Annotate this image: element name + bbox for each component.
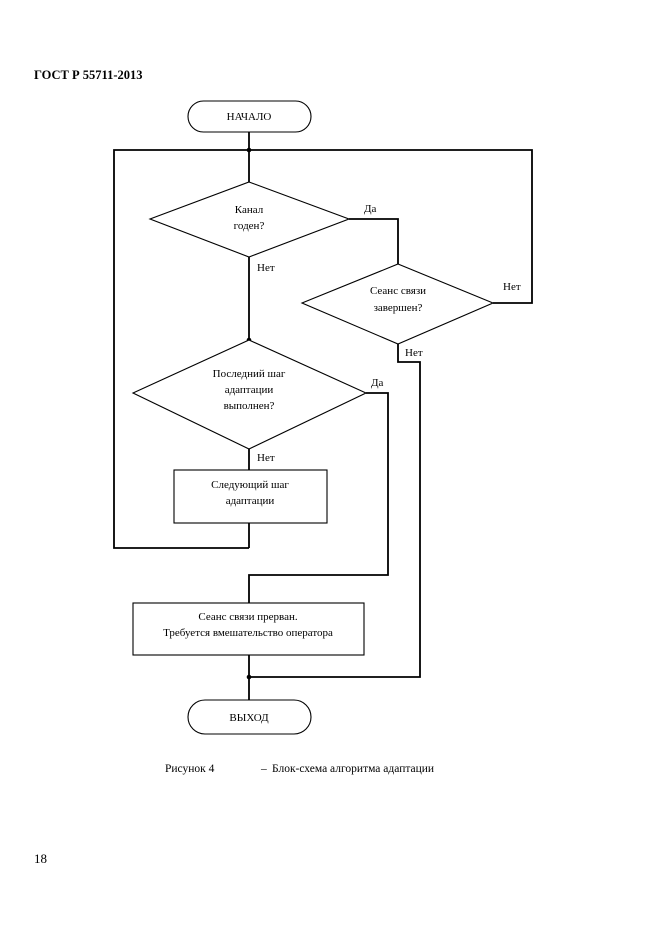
connector-loop-back: [113, 149, 533, 549]
label-no-last-step: Нет: [257, 452, 275, 464]
decision-last-step-line1: Последний шаг: [213, 368, 286, 380]
caption-figure-number: Рисунок 4: [165, 763, 215, 775]
start-terminator: [187, 100, 312, 133]
connector-channel-yes: [349, 218, 399, 264]
decision-session-completed: [300, 263, 495, 345]
decision-last-step-line2: адаптации: [225, 384, 274, 396]
connector-session-no: [249, 344, 421, 678]
process-interrupted-line1: Сеанс связи прерван.: [198, 611, 297, 623]
process-interrupted-line2: Требуется вмешательство оператора: [163, 627, 333, 639]
decision-channel-ok: [148, 181, 351, 258]
junction-dot: [246, 147, 252, 153]
decision-session-line1: Сеанс связи: [370, 285, 426, 297]
connector-last-step-yes: [248, 392, 389, 603]
process-next-step: [173, 469, 328, 524]
decision-channel-line1: Канал: [235, 204, 264, 216]
caption-title: Блок-схема алгоритма адаптации: [272, 763, 434, 775]
caption-dash: –: [260, 763, 267, 775]
figure-caption: Рисунок 4 – Блок-схема алгоритма адаптац…: [165, 763, 434, 775]
page-number: 18: [34, 851, 47, 866]
end-label: ВЫХОД: [229, 712, 269, 724]
decision-session-line2: завершен?: [374, 302, 423, 314]
end-terminator: [187, 699, 312, 735]
label-yes-channel: Да: [364, 203, 377, 215]
decision-last-step-line3: выполнен?: [224, 400, 275, 412]
label-no-session-bottom: Нет: [405, 347, 423, 359]
junction-dot: [246, 674, 252, 680]
decision-last-step-done: [131, 339, 368, 450]
start-label: НАЧАЛО: [227, 111, 272, 123]
label-no-channel: Нет: [257, 262, 275, 274]
process-next-step-line2: адаптации: [226, 495, 275, 507]
label-yes-last-step: Да: [371, 377, 384, 389]
process-session-interrupted: [132, 602, 365, 656]
label-no-session-top: Нет: [503, 281, 521, 293]
document-header: ГОСТ Р 55711-2013: [34, 68, 143, 82]
process-next-step-line1: Следующий шаг: [211, 479, 289, 491]
decision-channel-line2: годен?: [234, 220, 265, 232]
